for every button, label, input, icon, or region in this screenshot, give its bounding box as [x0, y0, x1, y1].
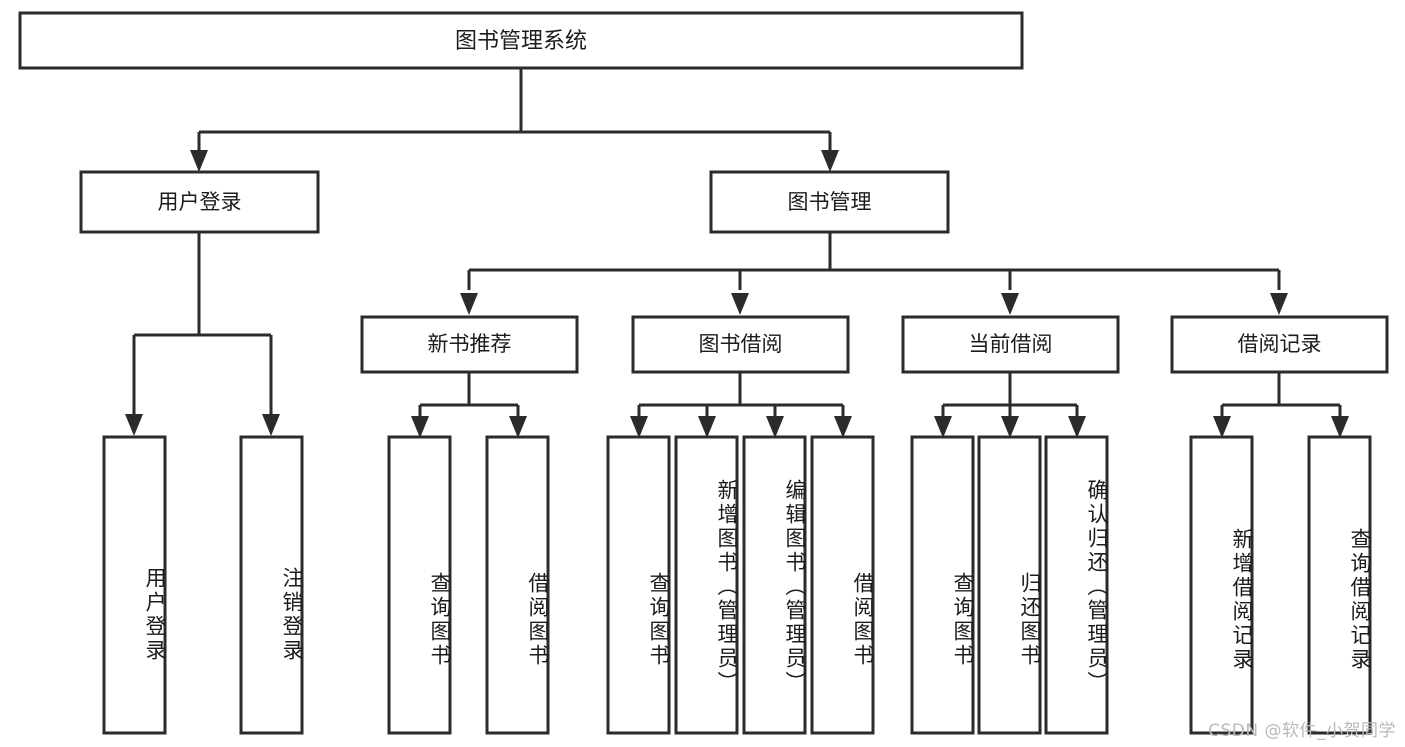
- arrowhead-borrow-record: [1270, 293, 1288, 315]
- leaf-box-user-login[interactable]: [102, 435, 167, 735]
- leaf-box-logout[interactable]: [239, 435, 304, 735]
- book-borrow-label: 图书借阅: [699, 332, 783, 356]
- current-borrow-label: 当前借阅: [969, 332, 1053, 356]
- arrowhead-book-manage: [821, 150, 839, 172]
- book-manage-box[interactable]: [709, 170, 950, 234]
- new-book-recommend-label: 新书推荐: [428, 332, 512, 356]
- leaf-box-query-book-bb[interactable]: [606, 435, 671, 735]
- watermark-text: CSDN @软件_小贺同学: [1208, 721, 1396, 741]
- arrowhead-bb-leaf4: [834, 416, 852, 438]
- leaf-box-confirm-return-admin[interactable]: [1044, 435, 1109, 735]
- arrowhead-nb-leaf2: [509, 416, 527, 438]
- arrowhead-leaf-user-login: [125, 414, 143, 436]
- node-book-manage[interactable]: 图书管理: [709, 170, 950, 234]
- node-borrow-record[interactable]: 借阅记录: [1170, 315, 1389, 374]
- arrowhead-br-leaf1: [1213, 416, 1231, 438]
- new-book-recommend-box[interactable]: [360, 315, 579, 374]
- node-user-login[interactable]: 用户登录: [79, 170, 320, 234]
- arrowhead-leaf-logout: [262, 414, 280, 436]
- arrowhead-new-book: [460, 293, 478, 315]
- arrowhead-nb-leaf1: [411, 416, 429, 438]
- book-borrow-box[interactable]: [631, 315, 850, 374]
- leaf-box-add-borrow-record[interactable]: [1189, 435, 1254, 735]
- arrowhead-bb-leaf1: [630, 416, 648, 438]
- node-book-borrow[interactable]: 图书借阅: [631, 315, 850, 374]
- leaf-box-query-book-nb[interactable]: [387, 435, 452, 735]
- leaf-box-return-book[interactable]: [977, 435, 1042, 735]
- arrowhead-cb-leaf1: [934, 416, 952, 438]
- arrowhead-book-borrow: [731, 293, 749, 315]
- node-root[interactable]: 图书管理系统: [18, 11, 1024, 70]
- arrowhead-current-borrow: [1001, 293, 1019, 315]
- leaf-box-query-borrow-record[interactable]: [1307, 435, 1372, 735]
- arrowhead-bb-leaf2: [698, 416, 716, 438]
- user-login-label: 用户登录: [158, 190, 242, 214]
- arrowhead-user-login: [190, 150, 208, 172]
- root-label: 图书管理系统: [455, 29, 587, 54]
- arrowhead-cb-leaf3: [1068, 416, 1086, 438]
- borrow-record-label: 借阅记录: [1238, 332, 1322, 356]
- book-manage-label: 图书管理: [788, 190, 872, 214]
- current-borrow-box[interactable]: [901, 315, 1120, 374]
- leaf-box-edit-book-admin[interactable]: [742, 435, 807, 735]
- arrowhead-br-leaf2: [1331, 416, 1349, 438]
- root-box[interactable]: [18, 11, 1024, 70]
- arrowhead-cb-leaf2: [1001, 416, 1019, 438]
- leaf-box-borrow-book-nb[interactable]: [485, 435, 550, 735]
- node-new-book-recommend[interactable]: 新书推荐: [360, 315, 579, 374]
- borrow-record-box[interactable]: [1170, 315, 1389, 374]
- node-current-borrow[interactable]: 当前借阅: [901, 315, 1120, 374]
- arrowhead-bb-leaf3: [766, 416, 784, 438]
- leaf-box-add-book-admin[interactable]: [674, 435, 739, 735]
- leaf-box-borrow-book-bb[interactable]: [810, 435, 875, 735]
- leaf-box-query-book-cb[interactable]: [910, 435, 975, 735]
